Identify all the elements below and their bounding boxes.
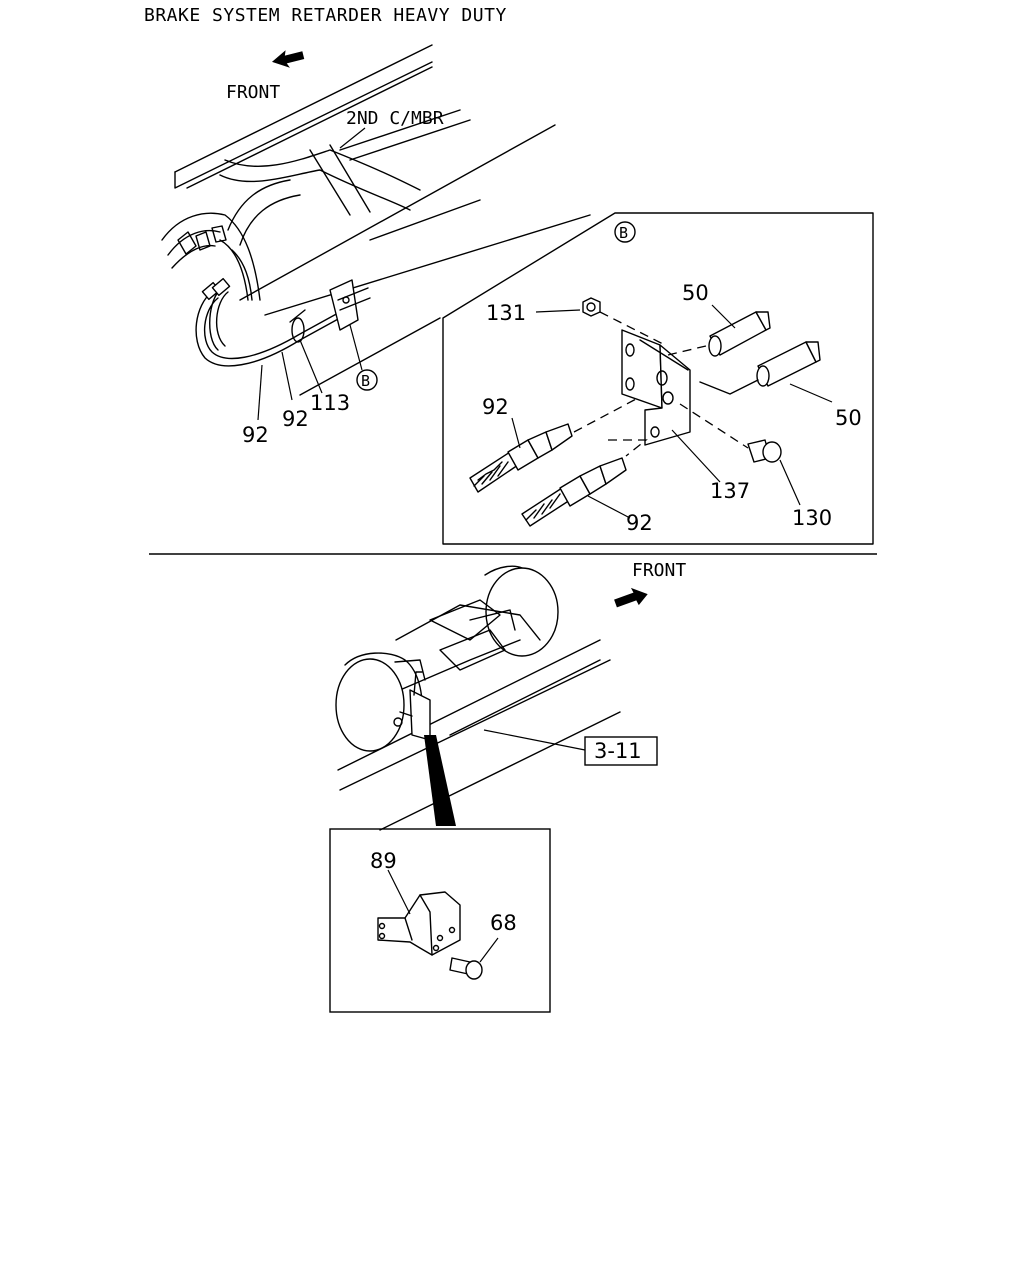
bracket-small — [393, 671, 431, 741]
connector-lower — [756, 341, 821, 387]
callout-bolt-130: 130 — [792, 506, 832, 530]
ref-box — [584, 736, 658, 766]
hose-pair — [195, 277, 341, 367]
ref-box-label: 3-11 — [594, 739, 642, 763]
callout-top-hose-a: 92 — [242, 423, 269, 447]
crossmember — [219, 109, 481, 246]
diagram-title: BRAKE SYSTEM RETARDER HEAVY DUTY — [144, 5, 507, 26]
callout-bracket-137: 137 — [710, 479, 750, 503]
front-label-top: FRONT — [226, 82, 280, 103]
nut — [582, 297, 601, 317]
callout-bracket-89: 89 — [370, 849, 397, 873]
detail-b-badge — [614, 221, 636, 243]
connector-upper — [708, 311, 771, 357]
callout-connector-lower: 50 — [835, 406, 862, 430]
crossmember-label: 2ND C/MBR — [346, 108, 444, 129]
bottom-detail-panel: 89 68 — [329, 828, 551, 1013]
detail-b-badge-letter: B — [619, 224, 628, 242]
frame-rail — [174, 44, 591, 396]
top-view: FRONT 2ND C/MBR — [161, 44, 591, 447]
hose-fitting-lower — [521, 457, 627, 527]
callout-top-hose-b: 92 — [282, 407, 309, 431]
callout-connector-upper: 50 — [682, 281, 709, 305]
hose-clip — [289, 309, 306, 343]
front-arrow-bottom-icon — [614, 587, 648, 608]
callout-hose-lower: 92 — [626, 511, 653, 535]
bolt-68 — [449, 957, 483, 980]
detail-ref-circle — [356, 369, 378, 391]
detail-pointer — [424, 735, 456, 826]
detail-b-panel: B 131 137 50 — [442, 212, 874, 545]
front-label-bottom: FRONT — [632, 560, 686, 581]
hose-fitting-upper — [469, 423, 573, 493]
callout-top-clip: 113 — [310, 391, 350, 415]
bolt — [747, 439, 782, 463]
bottom-view: FRONT — [335, 560, 686, 831]
detail-ref-letter: B — [361, 372, 370, 390]
retarder-drum — [161, 212, 261, 301]
retarder-bracket — [621, 329, 691, 446]
transmission-retarder — [335, 565, 559, 752]
callout-hose-upper: 92 — [482, 395, 509, 419]
front-arrow-icon — [271, 50, 305, 68]
hose-bracket — [329, 279, 371, 331]
mounting-bracket — [377, 891, 461, 956]
callout-nut: 131 — [486, 301, 526, 325]
callout-bolt-68: 68 — [490, 911, 517, 935]
